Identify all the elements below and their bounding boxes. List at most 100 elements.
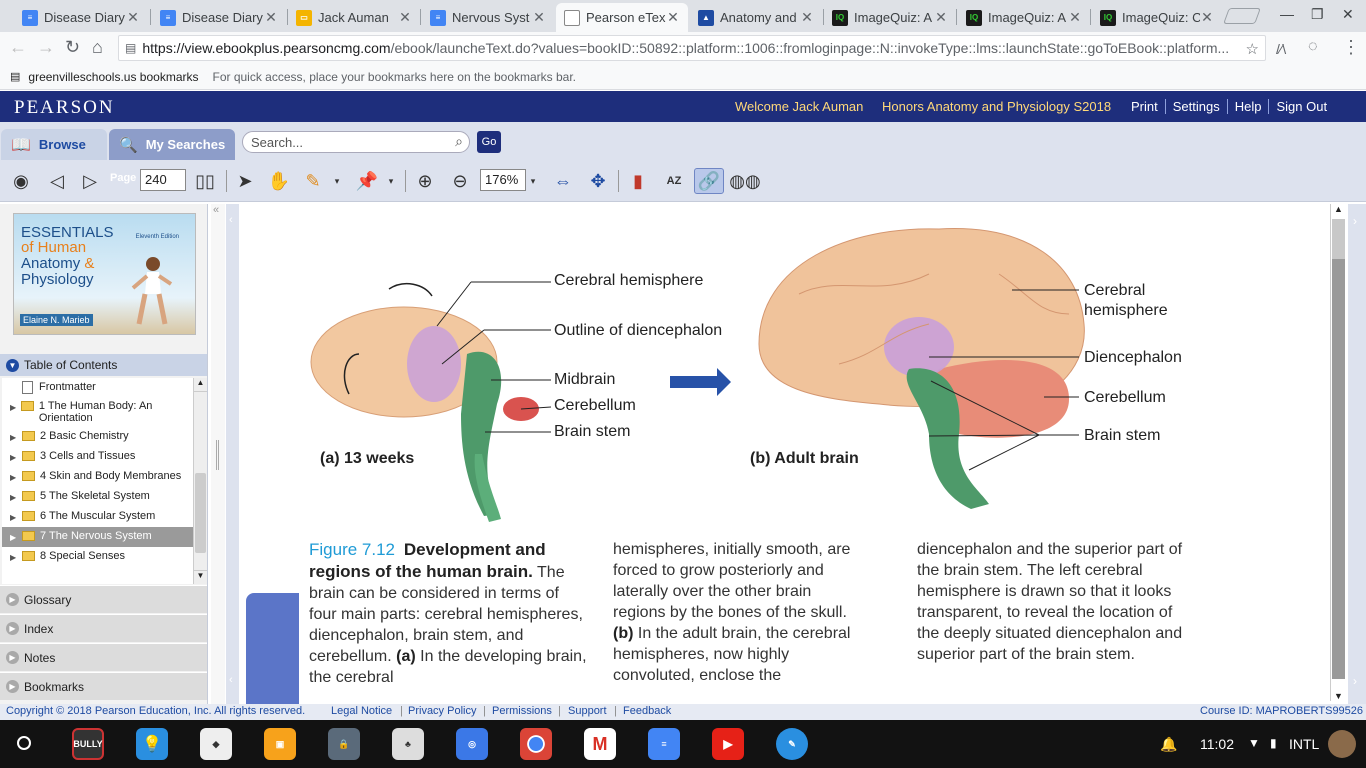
- close-icon[interactable]: ✕: [127, 9, 139, 25]
- toc-item[interactable]: ▶1 The Human Body: An Orientation: [10, 400, 153, 424]
- toc-item-selected[interactable]: ▶7 The Nervous System: [2, 527, 193, 547]
- note-dropdown-icon[interactable]: ▾: [388, 175, 394, 186]
- lightbulb-app-icon[interactable]: 💡: [136, 728, 168, 760]
- reload-icon[interactable]: ↻: [65, 37, 81, 57]
- collapse-panel-icon[interactable]: «: [213, 204, 220, 216]
- toc-item[interactable]: ▶8 Special Senses: [10, 550, 125, 562]
- close-icon[interactable]: ✕: [265, 9, 277, 25]
- expand-icon[interactable]: ▶: [10, 433, 17, 442]
- browser-tab[interactable]: ≡Nervous Syst✕: [422, 3, 554, 32]
- accordion-index[interactable]: ▶Index: [0, 614, 207, 642]
- zoom-out-icon[interactable]: ⊖: [452, 170, 468, 191]
- hand-pan-icon[interactable]: ✋: [267, 170, 291, 191]
- close-icon[interactable]: ✕: [801, 9, 813, 25]
- chrome-app-icon[interactable]: [520, 728, 552, 760]
- forward-icon[interactable]: →: [37, 37, 55, 57]
- page-scrollbar[interactable]: ▲ ▼: [1330, 204, 1346, 701]
- next-page-strip[interactable]: › ›: [1348, 204, 1366, 704]
- browser-tab[interactable]: ≡Disease Diary✕: [14, 3, 148, 32]
- bully-app-icon[interactable]: BULLY: [72, 728, 104, 760]
- home-globe-icon[interactable]: ◉: [13, 170, 29, 191]
- toc-item[interactable]: Frontmatter: [2, 378, 193, 397]
- classroom-app-icon[interactable]: ◎: [456, 728, 488, 760]
- prev-page-strip[interactable]: ‹ ‹: [226, 204, 239, 704]
- splitter-grip[interactable]: [216, 440, 219, 470]
- menu-kebab-icon[interactable]: ⋮: [1342, 37, 1360, 57]
- go-button[interactable]: Go: [477, 131, 501, 153]
- battery-icon[interactable]: ▮: [1270, 736, 1277, 750]
- glossary-az-icon[interactable]: AZ: [666, 175, 682, 187]
- bookmark-star-icon[interactable]: ☆: [1245, 41, 1259, 58]
- two-page-view-icon[interactable]: ▯▯: [195, 170, 215, 191]
- course-link[interactable]: Honors Anatomy and Physiology S2018: [882, 99, 1112, 114]
- accordion-bookmarks[interactable]: ▶Bookmarks: [0, 672, 207, 700]
- expand-icon[interactable]: ▶: [10, 533, 17, 542]
- permissions-link[interactable]: Permissions: [492, 705, 552, 717]
- prev-arrow-icon[interactable]: ‹: [229, 214, 233, 226]
- expand-icon[interactable]: ▶: [10, 513, 17, 522]
- toc-item[interactable]: ▶4 Skin and Body Membranes: [10, 470, 182, 482]
- expand-icon[interactable]: ▶: [10, 493, 17, 502]
- next-arrow-icon[interactable]: ›: [1353, 214, 1357, 228]
- prev-arrow-icon[interactable]: ‹: [229, 674, 233, 686]
- close-icon[interactable]: ✕: [667, 9, 679, 25]
- docs-app-icon[interactable]: ≡: [648, 728, 680, 760]
- files-app-icon[interactable]: ◆: [200, 728, 232, 760]
- highlighter-dropdown-icon[interactable]: ▾: [334, 175, 340, 186]
- toc-header[interactable]: ▼Table of Contents: [0, 354, 207, 376]
- extension-circle-icon[interactable]: ◌: [1308, 38, 1318, 55]
- new-tab-button[interactable]: [1223, 8, 1261, 24]
- scroll-down-icon[interactable]: ▼: [1334, 691, 1343, 701]
- help-link[interactable]: Help: [1226, 99, 1269, 114]
- pushpin-note-icon[interactable]: 📌: [355, 170, 379, 191]
- extension-icon[interactable]: /∕\: [1276, 41, 1287, 57]
- browser-tab-active[interactable]: Pearson eTex✕: [556, 3, 688, 32]
- tab-my-searches[interactable]: 🔍My Searches: [109, 129, 235, 160]
- security-app-icon[interactable]: 🔒: [328, 728, 360, 760]
- keep-app-icon[interactable]: ▣: [264, 728, 296, 760]
- next-arrow-icon[interactable]: ›: [1353, 674, 1357, 688]
- locale-text[interactable]: INTL: [1289, 736, 1320, 752]
- sign-out-link[interactable]: Sign Out: [1268, 99, 1334, 114]
- browser-tab[interactable]: ≡Disease Diary✕: [152, 3, 286, 32]
- browser-tab[interactable]: ▭Jack Auman✕: [288, 3, 420, 32]
- zoom-dropdown-icon[interactable]: ▾: [530, 175, 536, 186]
- page-scroll-thumb[interactable]: [1332, 219, 1345, 259]
- wifi-icon[interactable]: ▼: [1248, 736, 1260, 750]
- minimize-icon[interactable]: —: [1280, 6, 1294, 22]
- highlighter-icon[interactable]: ✎: [305, 170, 321, 191]
- select-pointer-icon[interactable]: ➤: [237, 170, 253, 191]
- settings-link[interactable]: Settings: [1164, 99, 1227, 114]
- zoom-level-field[interactable]: 176%: [480, 169, 526, 191]
- feedback-link[interactable]: Feedback: [623, 705, 672, 717]
- bookmark-page-icon[interactable]: ▮: [633, 170, 643, 191]
- tree-app-icon[interactable]: ♣: [392, 728, 424, 760]
- search-input[interactable]: Search... ⌕: [242, 131, 470, 153]
- tab-browse[interactable]: 📖Browse: [1, 129, 107, 160]
- fit-width-icon[interactable]: ⇔: [554, 170, 572, 191]
- home-icon[interactable]: ⌂: [92, 37, 103, 57]
- page-info-icon[interactable]: ▤: [125, 41, 137, 55]
- canvas-app-icon[interactable]: ✎: [776, 728, 808, 760]
- search-icon[interactable]: ⌕: [455, 133, 463, 149]
- support-link[interactable]: Support: [568, 705, 607, 717]
- close-icon[interactable]: ✕: [1069, 9, 1081, 25]
- page-number-field[interactable]: 240: [140, 169, 186, 191]
- expand-icon[interactable]: ▶: [10, 553, 17, 562]
- scroll-up-icon[interactable]: ▲: [1334, 204, 1343, 214]
- next-page-icon[interactable]: ▷: [83, 170, 97, 191]
- close-icon[interactable]: ✕: [399, 9, 411, 25]
- expand-icon[interactable]: ▶: [10, 403, 17, 412]
- panel-splitter[interactable]: «: [211, 204, 225, 704]
- toc-scroll-thumb[interactable]: [195, 473, 206, 553]
- toc-item[interactable]: ▶6 The Muscular System: [10, 510, 156, 522]
- print-link[interactable]: Print: [1131, 99, 1158, 114]
- browser-tab[interactable]: ▲Anatomy and✕: [690, 3, 822, 32]
- close-icon[interactable]: ✕: [935, 9, 947, 25]
- privacy-policy-link[interactable]: Privacy Policy: [408, 705, 477, 717]
- gmail-app-icon[interactable]: M: [584, 728, 616, 760]
